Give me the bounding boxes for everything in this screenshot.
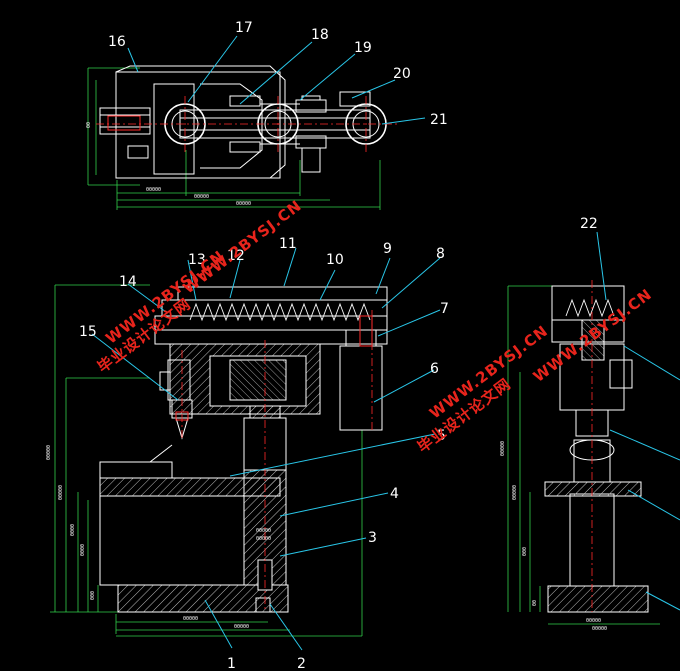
- callout-12: 12: [227, 248, 245, 264]
- callout-14: 14: [119, 274, 137, 290]
- callout-4: 4: [390, 486, 399, 502]
- svg-text:00000: 00000: [586, 618, 601, 624]
- svg-text:00000: 00000: [234, 624, 249, 630]
- svg-text:00000: 00000: [46, 445, 52, 460]
- front-view: 00000 00000 0000 0000 000 00000 00000: [46, 284, 388, 637]
- svg-text:0000: 0000: [70, 524, 76, 536]
- svg-text:00000: 00000: [58, 485, 64, 500]
- leader-lines: [91, 35, 680, 651]
- svg-text:00000: 00000: [183, 616, 198, 622]
- svg-text:00000: 00000: [256, 528, 271, 534]
- svg-text:00: 00: [532, 600, 538, 606]
- callout-10: 10: [326, 252, 344, 268]
- svg-text:00: 00: [86, 122, 92, 128]
- callout-20: 20: [393, 66, 411, 82]
- svg-text:00000: 00000: [146, 187, 161, 193]
- callout-labels: 1 2 3 4 5 6 7 8 9 10 11 12 13 14 15 16 1…: [79, 20, 598, 671]
- callout-5: 5: [437, 428, 446, 444]
- svg-text:000: 000: [90, 591, 96, 600]
- callout-6: 6: [430, 361, 439, 377]
- callout-13: 13: [188, 252, 206, 268]
- callout-22: 22: [580, 216, 598, 232]
- svg-text:00000: 00000: [512, 485, 518, 500]
- side-view: 00000 00000 000 00 00000 00000: [500, 280, 660, 632]
- svg-text:00000: 00000: [236, 201, 251, 207]
- callout-16: 16: [108, 34, 126, 50]
- callout-8: 8: [436, 246, 445, 262]
- callout-1: 1: [227, 656, 236, 671]
- callout-2: 2: [297, 656, 306, 671]
- callout-19: 19: [354, 40, 372, 56]
- svg-text:00000: 00000: [194, 194, 209, 200]
- watermark-middle: 毕业设计论文网 WWW.2BYSJ.CN: [414, 322, 551, 457]
- svg-text:000: 000: [522, 547, 528, 556]
- callout-17: 17: [235, 20, 253, 36]
- svg-text:00000: 00000: [256, 536, 271, 542]
- callout-18: 18: [311, 27, 329, 43]
- callout-15: 15: [79, 324, 97, 340]
- callout-3: 3: [368, 530, 377, 546]
- callout-7: 7: [440, 301, 449, 317]
- svg-text:0000: 0000: [80, 544, 86, 556]
- top-view: 00000 00000 00000 00: [86, 65, 400, 210]
- callout-21: 21: [430, 112, 448, 128]
- svg-text:00000: 00000: [592, 626, 607, 632]
- svg-text:00000: 00000: [500, 441, 506, 456]
- callout-11: 11: [279, 236, 297, 252]
- callout-9: 9: [383, 241, 392, 257]
